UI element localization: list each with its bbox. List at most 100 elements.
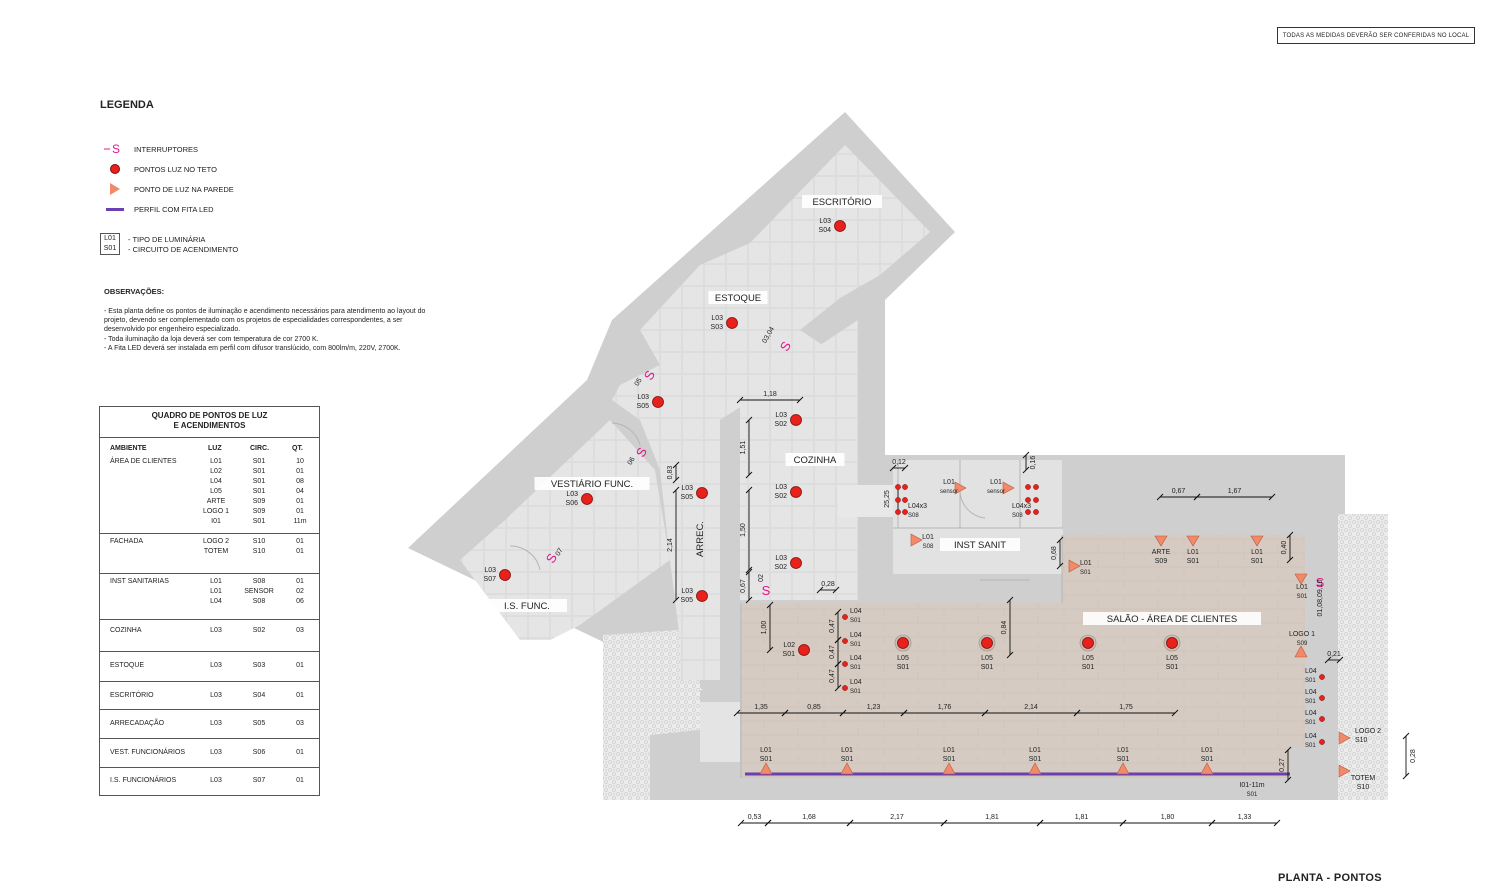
wall-light-icon xyxy=(104,182,126,196)
dim-tick xyxy=(736,396,744,404)
wall-light-icon xyxy=(942,762,956,775)
point-luminaire: L03 xyxy=(566,491,578,498)
point-circuit: S01 xyxy=(850,665,861,671)
table-cell: 01 xyxy=(296,777,304,784)
legend-item-led-profile: PERFIL COM FITA LED xyxy=(104,202,214,216)
table-cell: S05 xyxy=(252,720,266,727)
dim-tick xyxy=(1402,732,1410,740)
small-light-icon xyxy=(1033,509,1039,515)
ceiling-light-icon xyxy=(499,569,511,581)
dim-label: 0,53 xyxy=(748,814,762,821)
table-cell: 03 xyxy=(296,720,304,727)
table-cell: S08 xyxy=(252,598,266,605)
dim-tick xyxy=(834,636,842,644)
led-profile-icon xyxy=(104,202,126,216)
dim-tick xyxy=(1208,819,1216,827)
wall-light-icon xyxy=(1186,535,1200,547)
point-circuit: S01 xyxy=(841,756,854,763)
table-cell: S07 xyxy=(252,777,266,784)
switch-label: 01,08,09,10 xyxy=(1317,579,1324,616)
dim-label: 1,50 xyxy=(740,523,747,537)
wall-light-icon xyxy=(759,762,773,775)
wall-light-icon xyxy=(1338,731,1351,745)
dim-label: 1,67 xyxy=(1228,488,1242,495)
point-luminaire: L05 xyxy=(981,655,993,662)
small-light-icon xyxy=(1025,509,1031,515)
dim-tick xyxy=(1193,493,1201,501)
table-cell-ambiente: ESTOQUE xyxy=(110,662,145,669)
room-label-bg xyxy=(708,291,768,304)
dim-tick xyxy=(1402,772,1410,780)
room-label-bg xyxy=(534,477,650,490)
table-cell: L03 xyxy=(210,627,222,634)
room-label: COZINHA xyxy=(794,455,837,466)
table-divider xyxy=(100,738,319,739)
wall-points: L01S01L01S01L01S01L01S01L01S01L01S01ARTE… xyxy=(759,481,1351,778)
point-luminaire: L01 xyxy=(1080,560,1092,567)
point-circuit: S01 xyxy=(1029,756,1042,763)
point-luminaire: L03 xyxy=(775,555,787,562)
table-cell: S01 xyxy=(252,478,266,485)
dim-tick xyxy=(940,819,948,827)
dim-tick xyxy=(796,396,804,404)
observations-text: - Esta planta define os pontos de ilumin… xyxy=(104,307,469,353)
small-light-icon xyxy=(902,497,908,503)
room-label: I.S. FUNC. xyxy=(504,601,550,612)
dim-tick xyxy=(737,819,745,827)
dim-label: 0,40 xyxy=(1281,541,1288,555)
dim-label: 1,75 xyxy=(1119,704,1133,711)
point-circuit: S01 xyxy=(943,756,956,763)
table-cell: S09 xyxy=(252,508,266,515)
dim-tick xyxy=(733,709,741,717)
dim-tick xyxy=(766,646,774,654)
point-circuit: S01 xyxy=(1187,558,1200,565)
point-luminaire: L02 xyxy=(783,642,795,649)
point-luminaire: L04 xyxy=(850,632,862,639)
dim-tick xyxy=(745,566,753,574)
point-circuit: S01 xyxy=(850,618,861,624)
dim-label: 0,28 xyxy=(1410,749,1417,763)
small-light-icon xyxy=(895,497,901,503)
switch-label: 06 xyxy=(627,456,637,466)
small-light-icon xyxy=(1033,497,1039,503)
dim-label: 0,16 xyxy=(1030,456,1037,470)
ceiling-light-icon xyxy=(1166,637,1178,649)
ceiling-light-icon xyxy=(790,557,802,569)
legend-item-wall-light: PONTO DE LUZ NA PAREDE xyxy=(104,182,234,196)
observation-line: projeto, devendo ser complementado com o… xyxy=(104,317,403,325)
dim-label: 1,23 xyxy=(867,704,881,711)
point-circuit: S01 xyxy=(783,651,796,658)
small-light-icon xyxy=(842,685,848,691)
dim-label: 0,28 xyxy=(821,581,835,588)
small-light-icon xyxy=(1319,674,1325,680)
table-cell-ambiente: VEST. FUNCIONÁRIOS xyxy=(110,749,186,756)
point-luminaire: L03 xyxy=(775,484,787,491)
table-cell: SENSOR xyxy=(244,588,274,595)
ceiling-light-icon xyxy=(652,396,664,408)
point-luminaire: L03 xyxy=(775,412,787,419)
table-cell: L01 xyxy=(210,578,222,585)
point-circuit: S05 xyxy=(681,597,694,604)
table-cell: 01 xyxy=(296,548,304,555)
dim-tick xyxy=(839,709,847,717)
dim-label: 0,85 xyxy=(807,704,821,711)
table-header-qt: QT. xyxy=(292,445,303,452)
point-circuit: S03 xyxy=(711,324,724,331)
point-luminaire: L01 xyxy=(1296,584,1308,591)
dim-label: 0,83 xyxy=(667,466,674,480)
switch-label: 05 xyxy=(634,377,644,387)
point-luminaire: LOGO 1 xyxy=(1289,631,1315,638)
wall-light-icon xyxy=(910,533,923,547)
dim-label: 1,18 xyxy=(763,391,777,398)
table-header-circ: CIRC. xyxy=(250,445,270,452)
point-luminaire: L03 xyxy=(484,567,496,574)
table-cell-ambiente: ARRECADAÇÃO xyxy=(110,720,165,727)
dim-tick xyxy=(1284,776,1292,784)
dim-tick xyxy=(834,660,842,668)
small-light-icon xyxy=(842,638,848,644)
legend-item-label: INTERRUPTORES xyxy=(134,144,199,154)
small-light-icon xyxy=(842,661,848,667)
dim-label: 0,68 xyxy=(1051,546,1058,560)
small-light-icon xyxy=(895,509,901,515)
